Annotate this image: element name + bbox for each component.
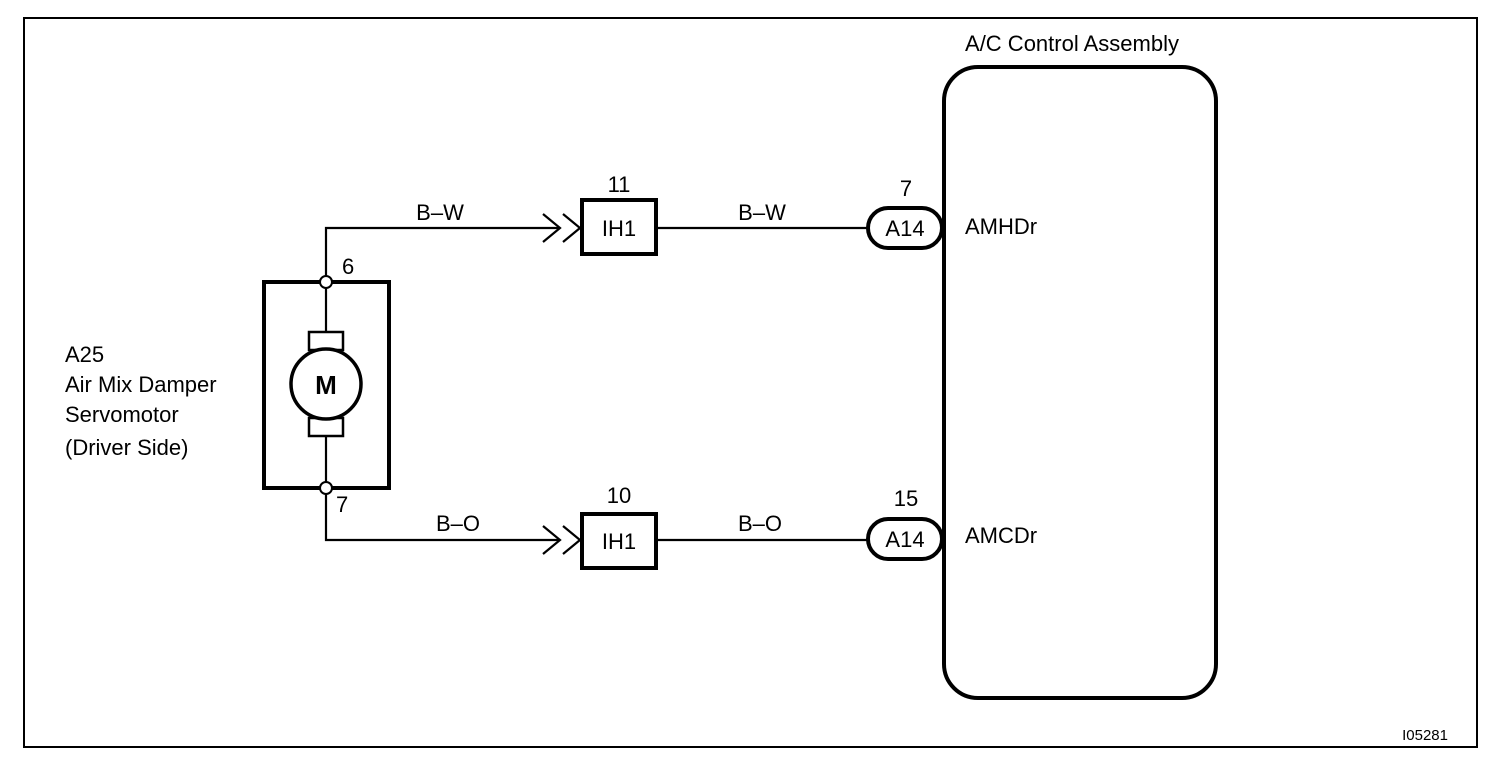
signal-amcdr: AMCDr: [965, 523, 1037, 548]
junction-connector-bottom: [580, 512, 658, 570]
wire-top-left-color: B–W: [416, 200, 464, 225]
wire-bottom-left-color: B–O: [436, 511, 480, 536]
servomotor-name-line1: Air Mix Damper: [65, 372, 217, 397]
connector-a14-bottom: [866, 517, 944, 561]
servomotor-code: A25: [65, 342, 104, 367]
motor-icon: M: [289, 282, 363, 488]
signal-amhdr: AMHDr: [965, 214, 1037, 239]
connector-a14-top-label: A14: [885, 216, 924, 241]
connector-a14-bottom-label: A14: [885, 527, 924, 552]
wire-bottom-right-color: B–O: [738, 511, 782, 536]
connector-a14-bottom-pin: 15: [894, 486, 918, 511]
connector-a14-top: [866, 206, 944, 250]
servomotor-pin-7: 7: [336, 492, 348, 517]
junction-top-pin: 11: [608, 172, 631, 197]
junction-top-connector: IH1: [602, 216, 636, 241]
connector-a14-top-pin: 7: [900, 176, 912, 201]
servomotor-pin-6: 6: [342, 254, 354, 279]
servomotor-pin-6-terminal: [319, 275, 333, 289]
servomotor-pin-7-terminal: [319, 481, 333, 495]
control-assembly-box: [942, 65, 1218, 700]
junction-bottom-pin: 10: [607, 483, 631, 508]
servomotor-name-line2: Servomotor: [65, 402, 179, 427]
junction-bottom-connector: IH1: [602, 529, 636, 554]
motor-symbol-letter: M: [315, 370, 337, 400]
wire-top-right-color: B–W: [738, 200, 786, 225]
diagram-frame: [23, 17, 1478, 748]
junction-connector-top: [580, 198, 658, 256]
servomotor-label: A25 Air Mix Damper Servomotor (Driver Si…: [65, 342, 217, 460]
control-assembly-title: A/C Control Assembly: [965, 31, 1179, 56]
figure-id: I05281: [1402, 727, 1448, 744]
servomotor-name-line3: (Driver Side): [65, 435, 188, 460]
